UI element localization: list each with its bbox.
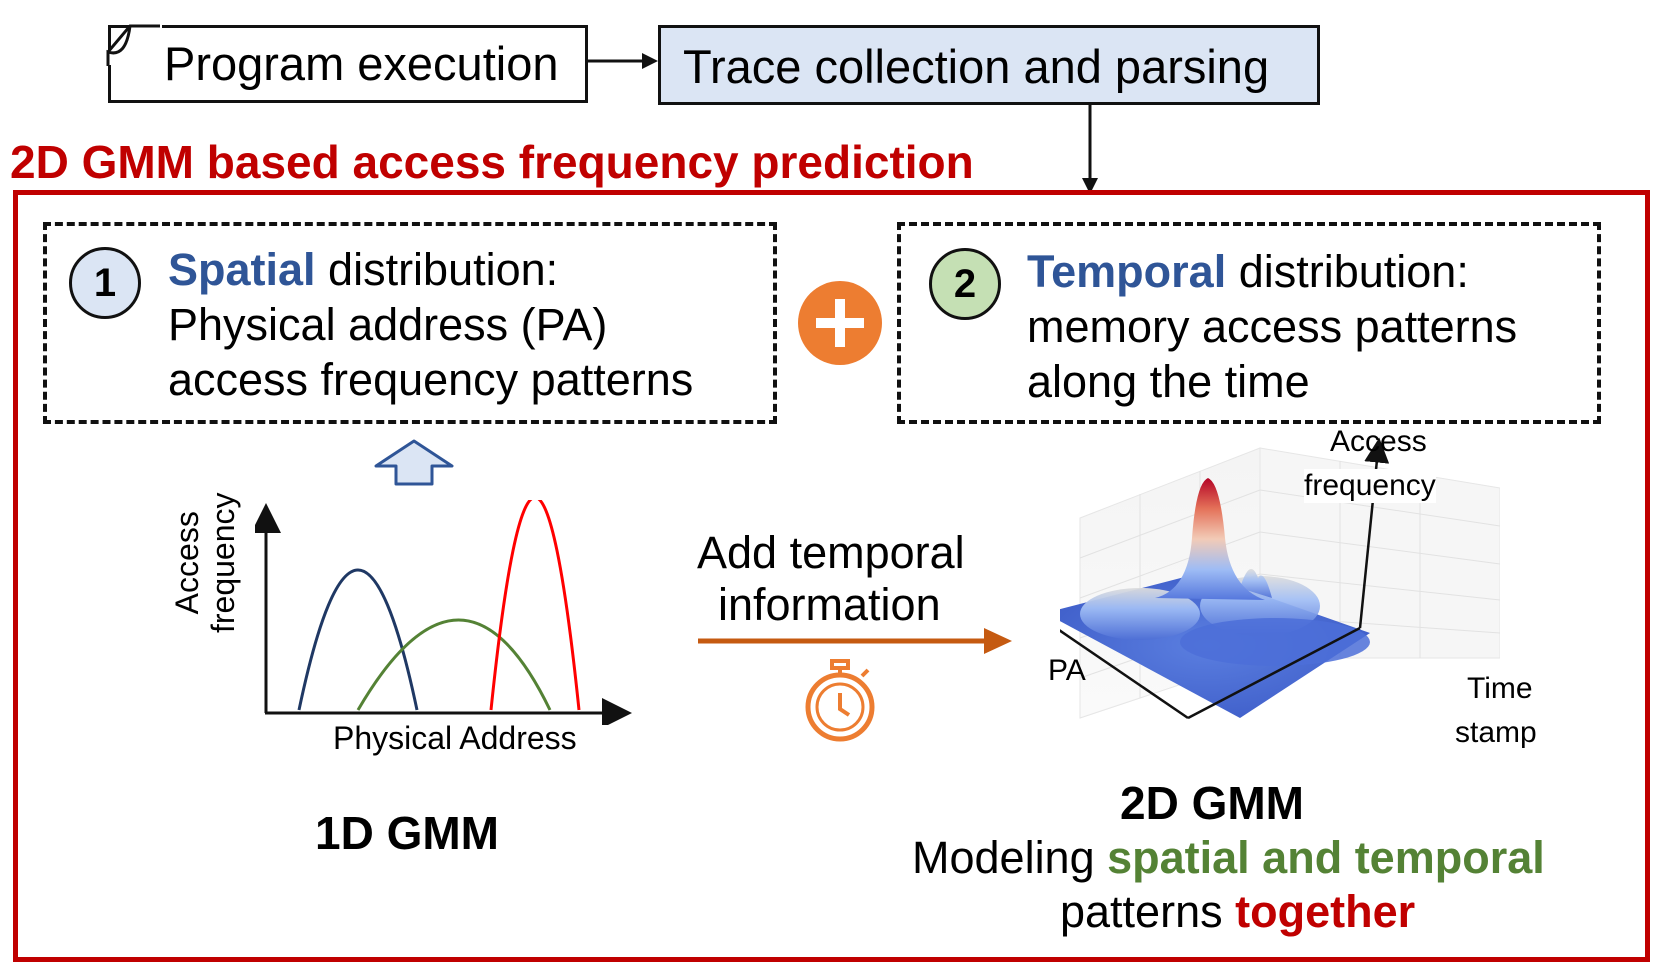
gaussian-curve-green	[356, 618, 552, 711]
step-2-number: 2	[953, 261, 977, 306]
y-axis-label-line1: Access	[169, 511, 205, 615]
spatial-line3: access frequency patterns	[168, 354, 694, 405]
gmm-1d-chart	[255, 500, 632, 725]
trace-collection-label: Trace collection and parsing	[683, 40, 1270, 93]
z-axis-label-line1: Access	[1330, 425, 1427, 458]
pa-axis-label: PA	[1048, 654, 1086, 687]
flow-arrow-right	[588, 53, 658, 69]
desc-highlight-red: together	[1235, 886, 1416, 937]
gaussian-curve-navy	[297, 568, 419, 711]
spatial-distribution-box	[43, 222, 777, 424]
temporal-text: Temporal distribution: memory access pat…	[1027, 244, 1517, 409]
up-arrow-icon	[374, 439, 454, 486]
flow-arrow-down	[1082, 104, 1098, 194]
document-corner-icon	[106, 24, 162, 66]
spatial-text: Spatial distribution: Physical address (…	[168, 242, 693, 407]
time-axis-label-line2: stamp	[1455, 716, 1537, 749]
program-execution-label: Program execution	[164, 37, 559, 90]
pa-axis	[1060, 629, 1189, 720]
gmm-2d-description-line2: patterns together	[1060, 886, 1415, 938]
time-axis	[1187, 626, 1361, 720]
stopwatch-icon	[805, 659, 875, 742]
transition-line1: Add temporal	[697, 527, 965, 578]
temporal-keyword: Temporal	[1027, 246, 1227, 297]
plus-icon	[798, 281, 882, 365]
transition-line2: information	[718, 579, 941, 630]
step-1-number: 1	[93, 260, 117, 305]
desc-line2-prefix: patterns	[1060, 886, 1236, 937]
gaussian-curve-red	[489, 500, 581, 711]
step-1-badge: 1	[69, 247, 141, 319]
spatial-keyword: Spatial	[168, 244, 316, 295]
spatial-heading-rest: distribution:	[315, 244, 559, 295]
temporal-line2: memory access patterns	[1027, 301, 1518, 352]
temporal-line3: along the time	[1027, 356, 1310, 407]
temporal-distribution-box	[897, 222, 1601, 424]
y-axis-label-line2: frequency	[205, 492, 241, 633]
desc-highlight-green: spatial and temporal	[1107, 832, 1545, 883]
gmm-2d-caption: 2D GMM	[1120, 777, 1304, 829]
desc-prefix: Modeling	[912, 832, 1108, 883]
x-axis-label: Physical Address	[333, 720, 577, 756]
trace-collection-box	[658, 25, 1320, 105]
gmm-2d-description-line1: Modeling spatial and temporal	[912, 832, 1545, 884]
y-axis-label: Access frequency	[169, 492, 241, 633]
temporal-heading-rest: distribution:	[1226, 246, 1469, 297]
transition-arrow	[698, 628, 1012, 654]
spatial-line2: Physical address (PA)	[168, 299, 608, 350]
gmm-1d-caption: 1D GMM	[315, 807, 499, 859]
step-2-badge: 2	[929, 248, 1001, 320]
section-title: 2D GMM based access frequency prediction	[10, 136, 974, 188]
time-axis-label-line1: Time	[1467, 672, 1533, 705]
program-execution-box	[108, 25, 588, 103]
main-frame	[13, 190, 1650, 962]
z-axis-label-line2: frequency	[1304, 469, 1436, 503]
